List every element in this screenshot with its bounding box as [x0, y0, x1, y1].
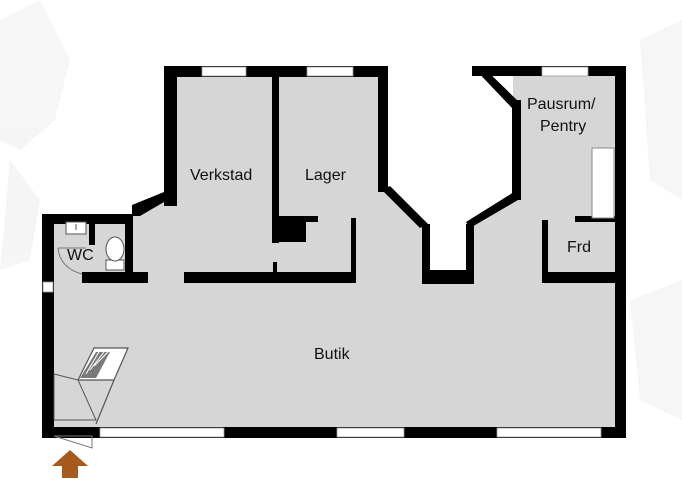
walls: [42, 66, 626, 438]
entrance-arrow-icon: [52, 450, 88, 478]
sink-icon: [65, 221, 87, 235]
room-label-verkstad: Verkstad: [190, 167, 253, 184]
windows: [42, 66, 602, 438]
toilet-icon: [105, 236, 125, 271]
room-label-frd: Frd: [567, 239, 591, 256]
doors: [53, 247, 93, 449]
room-label-butik: Butik: [314, 346, 350, 363]
room-label-lager: Lager: [305, 167, 346, 184]
background-photo-decoration: [0, 0, 682, 420]
room-label-wc: WC: [67, 247, 94, 264]
room-label-pausrum: Pausrum/: [527, 96, 596, 113]
pentry-counter: [591, 147, 615, 219]
floor-area: [42, 66, 626, 436]
room-label-pentry: Pentry: [540, 118, 587, 135]
staircase-icon: [53, 347, 129, 425]
